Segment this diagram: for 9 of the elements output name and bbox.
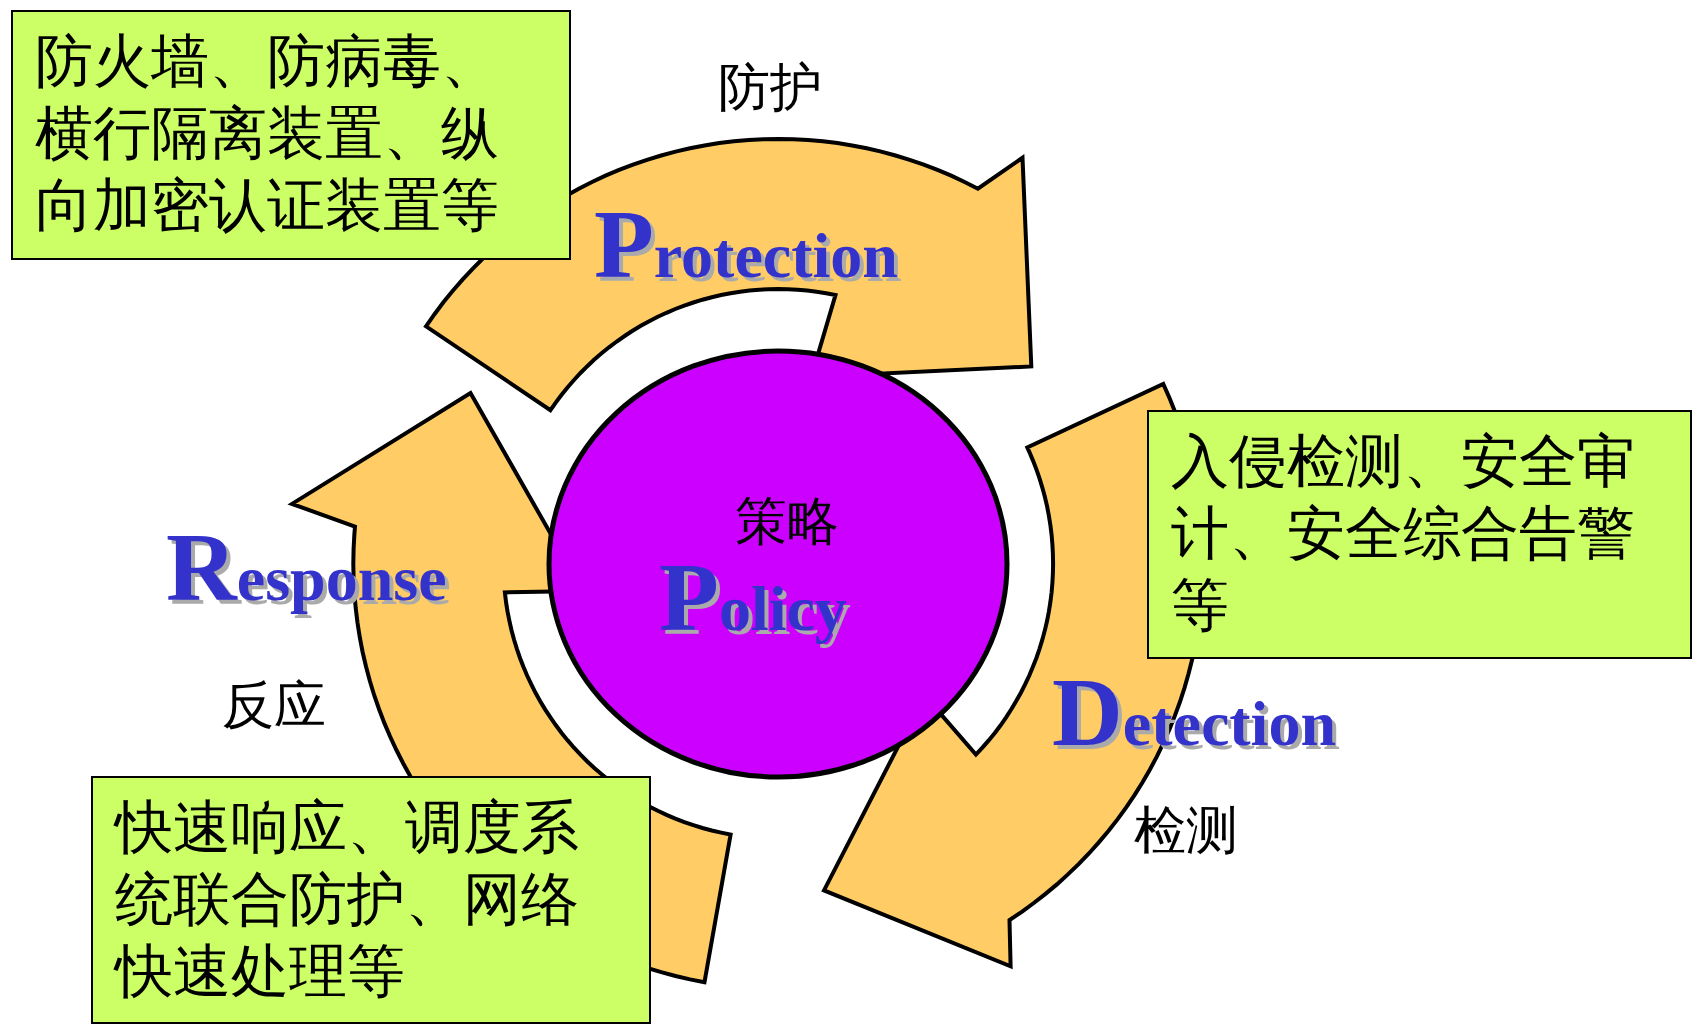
circle-caption: 策略 <box>735 496 839 548</box>
circle-title: Policy <box>659 548 847 646</box>
note-box: 快速响应、调度系统联合防护、网络快速处理等 <box>91 776 651 1024</box>
note-box: 入侵检测、安全审计、安全综合告警等 <box>1147 410 1692 659</box>
arrow-caption: 反应 <box>222 680 326 732</box>
arrow-title: Protection <box>594 195 898 293</box>
arrow-caption: 防护 <box>718 62 822 114</box>
note-box: 防火墙、防病毒、横行隔离装置、纵向加密认证装置等 <box>11 10 571 260</box>
arrow-caption: 检测 <box>1134 805 1238 857</box>
